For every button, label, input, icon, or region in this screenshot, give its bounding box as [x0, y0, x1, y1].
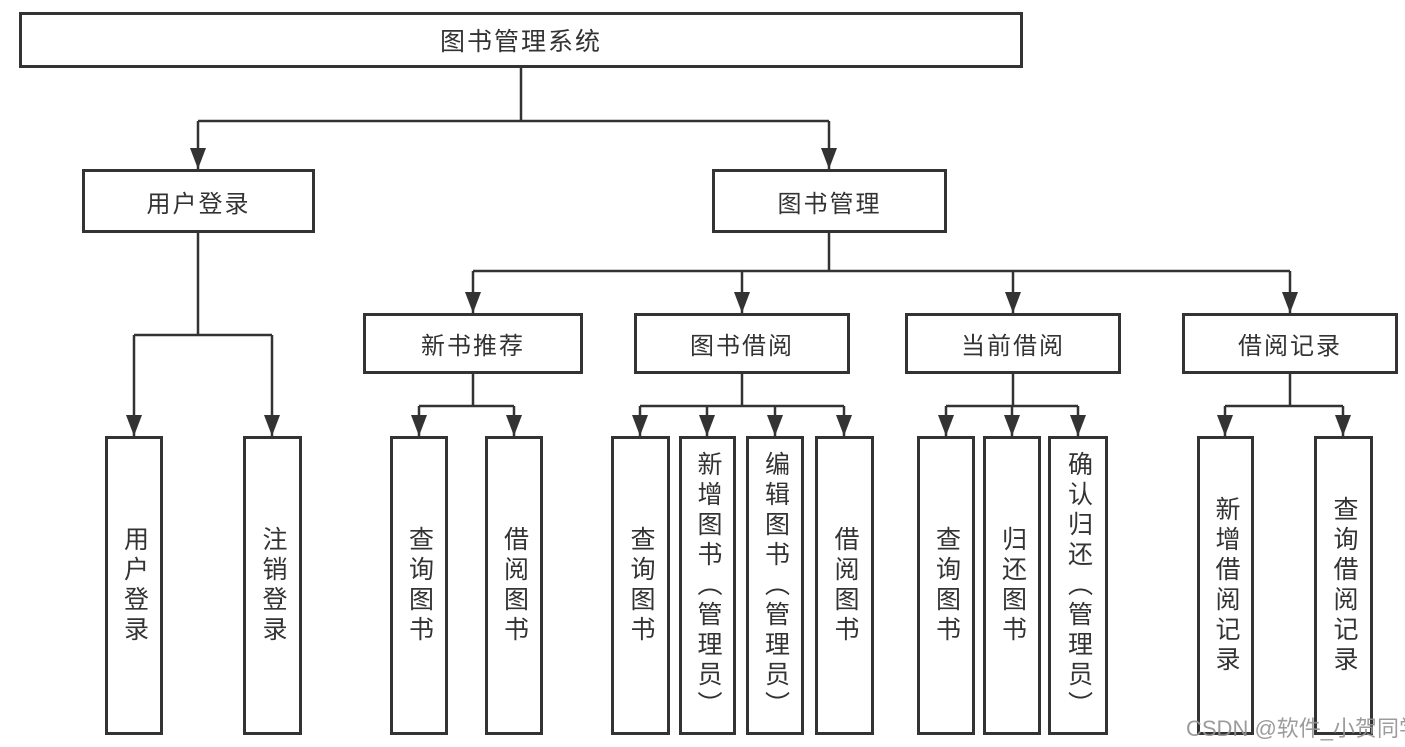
- connector-root-to-level2: [190, 68, 837, 169]
- leaf-query-books-borrow: 查询图书: [611, 436, 670, 735]
- leaf-query-books-current: 查询图书: [917, 436, 975, 735]
- node-label: 借阅图书: [500, 525, 529, 646]
- node-label: 查询图书: [405, 525, 434, 646]
- node-label: 查询图书: [932, 525, 961, 646]
- csdn-watermark: CSDN @软件_小贺同学: [1186, 716, 1405, 741]
- node-label: 新书推荐: [421, 333, 525, 360]
- node-label: 用户登录: [146, 190, 251, 218]
- node-label: 当前借阅: [961, 333, 1065, 360]
- node-book-borrow: 图书借阅: [634, 313, 850, 374]
- connector-book-management-children: [465, 233, 1298, 313]
- leaf-query-borrow-record: 查询借阅记录: [1314, 436, 1373, 735]
- leaf-logout-login: 注销登录: [243, 436, 302, 735]
- node-user-login: 用户登录: [82, 169, 315, 233]
- leaf-return-books: 归还图书: [983, 436, 1041, 735]
- leaf-borrow-books-recommend: 借阅图书: [485, 436, 543, 735]
- node-label: 查询借阅记录: [1330, 495, 1358, 676]
- connector-new-book-recommend-children: [411, 374, 522, 436]
- node-label: 确认归还（管理员）: [1064, 450, 1093, 721]
- node-label: 编辑图书（管理员）: [761, 450, 790, 721]
- leaf-query-books-recommend: 查询图书: [390, 436, 448, 735]
- node-label: 归还图书: [998, 525, 1027, 646]
- leaf-confirm-return-admin: 确认归还（管理员）: [1048, 436, 1108, 735]
- leaf-borrow-books: 借阅图书: [815, 436, 874, 735]
- leaf-user-login: 用户登录: [105, 436, 163, 735]
- node-label: 新增借阅记录: [1212, 495, 1240, 676]
- node-label: 图书管理: [777, 190, 882, 218]
- node-label: 用户登录: [120, 525, 149, 646]
- node-library-management-system: 图书管理系统: [19, 12, 1023, 68]
- connector-book-borrow-children: [632, 374, 852, 436]
- connector-user-login-children: [126, 233, 280, 436]
- node-label: 查询图书: [627, 525, 655, 646]
- node-label: 新增图书（管理员）: [694, 450, 722, 721]
- node-label: 图书管理系统: [439, 28, 602, 56]
- connector-current-borrow-children: [938, 374, 1086, 436]
- leaf-edit-books-admin: 编辑图书（管理员）: [746, 436, 804, 735]
- node-label: 图书借阅: [690, 333, 794, 360]
- node-current-borrow: 当前借阅: [905, 313, 1121, 374]
- node-borrow-records: 借阅记录: [1182, 313, 1398, 374]
- node-label: 注销登录: [259, 525, 287, 646]
- node-new-book-recommend: 新书推荐: [363, 313, 583, 374]
- leaf-add-books-admin: 新增图书（管理员）: [679, 436, 736, 735]
- node-label: 借阅记录: [1238, 333, 1342, 360]
- node-label: 借阅图书: [831, 525, 859, 646]
- node-book-management: 图书管理: [712, 169, 947, 233]
- leaf-add-borrow-record: 新增借阅记录: [1197, 436, 1254, 735]
- connector-borrow-records-children: [1217, 374, 1351, 436]
